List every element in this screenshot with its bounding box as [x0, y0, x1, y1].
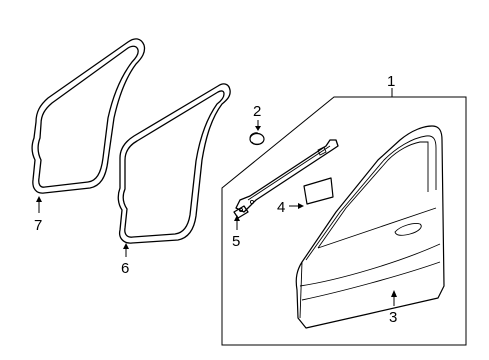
weatherstrip-6[interactable] — [117, 83, 231, 244]
door-panel-3[interactable] — [295, 125, 445, 329]
callout-2: 2 — [253, 103, 261, 120]
callout-3: 3 — [389, 309, 397, 326]
callout-4: 4 — [277, 199, 285, 216]
assembly-bracket-1 — [221, 96, 467, 346]
callout-5: 5 — [232, 233, 240, 250]
door-check-5[interactable] — [233, 139, 339, 219]
label-4[interactable] — [303, 177, 334, 205]
callout-7: 7 — [34, 217, 42, 234]
callout-6: 6 — [121, 260, 129, 277]
plug-2[interactable] — [249, 132, 265, 146]
weatherstrip-7[interactable] — [31, 38, 146, 194]
leader-lines — [36, 88, 397, 306]
callout-1: 1 — [387, 73, 395, 90]
